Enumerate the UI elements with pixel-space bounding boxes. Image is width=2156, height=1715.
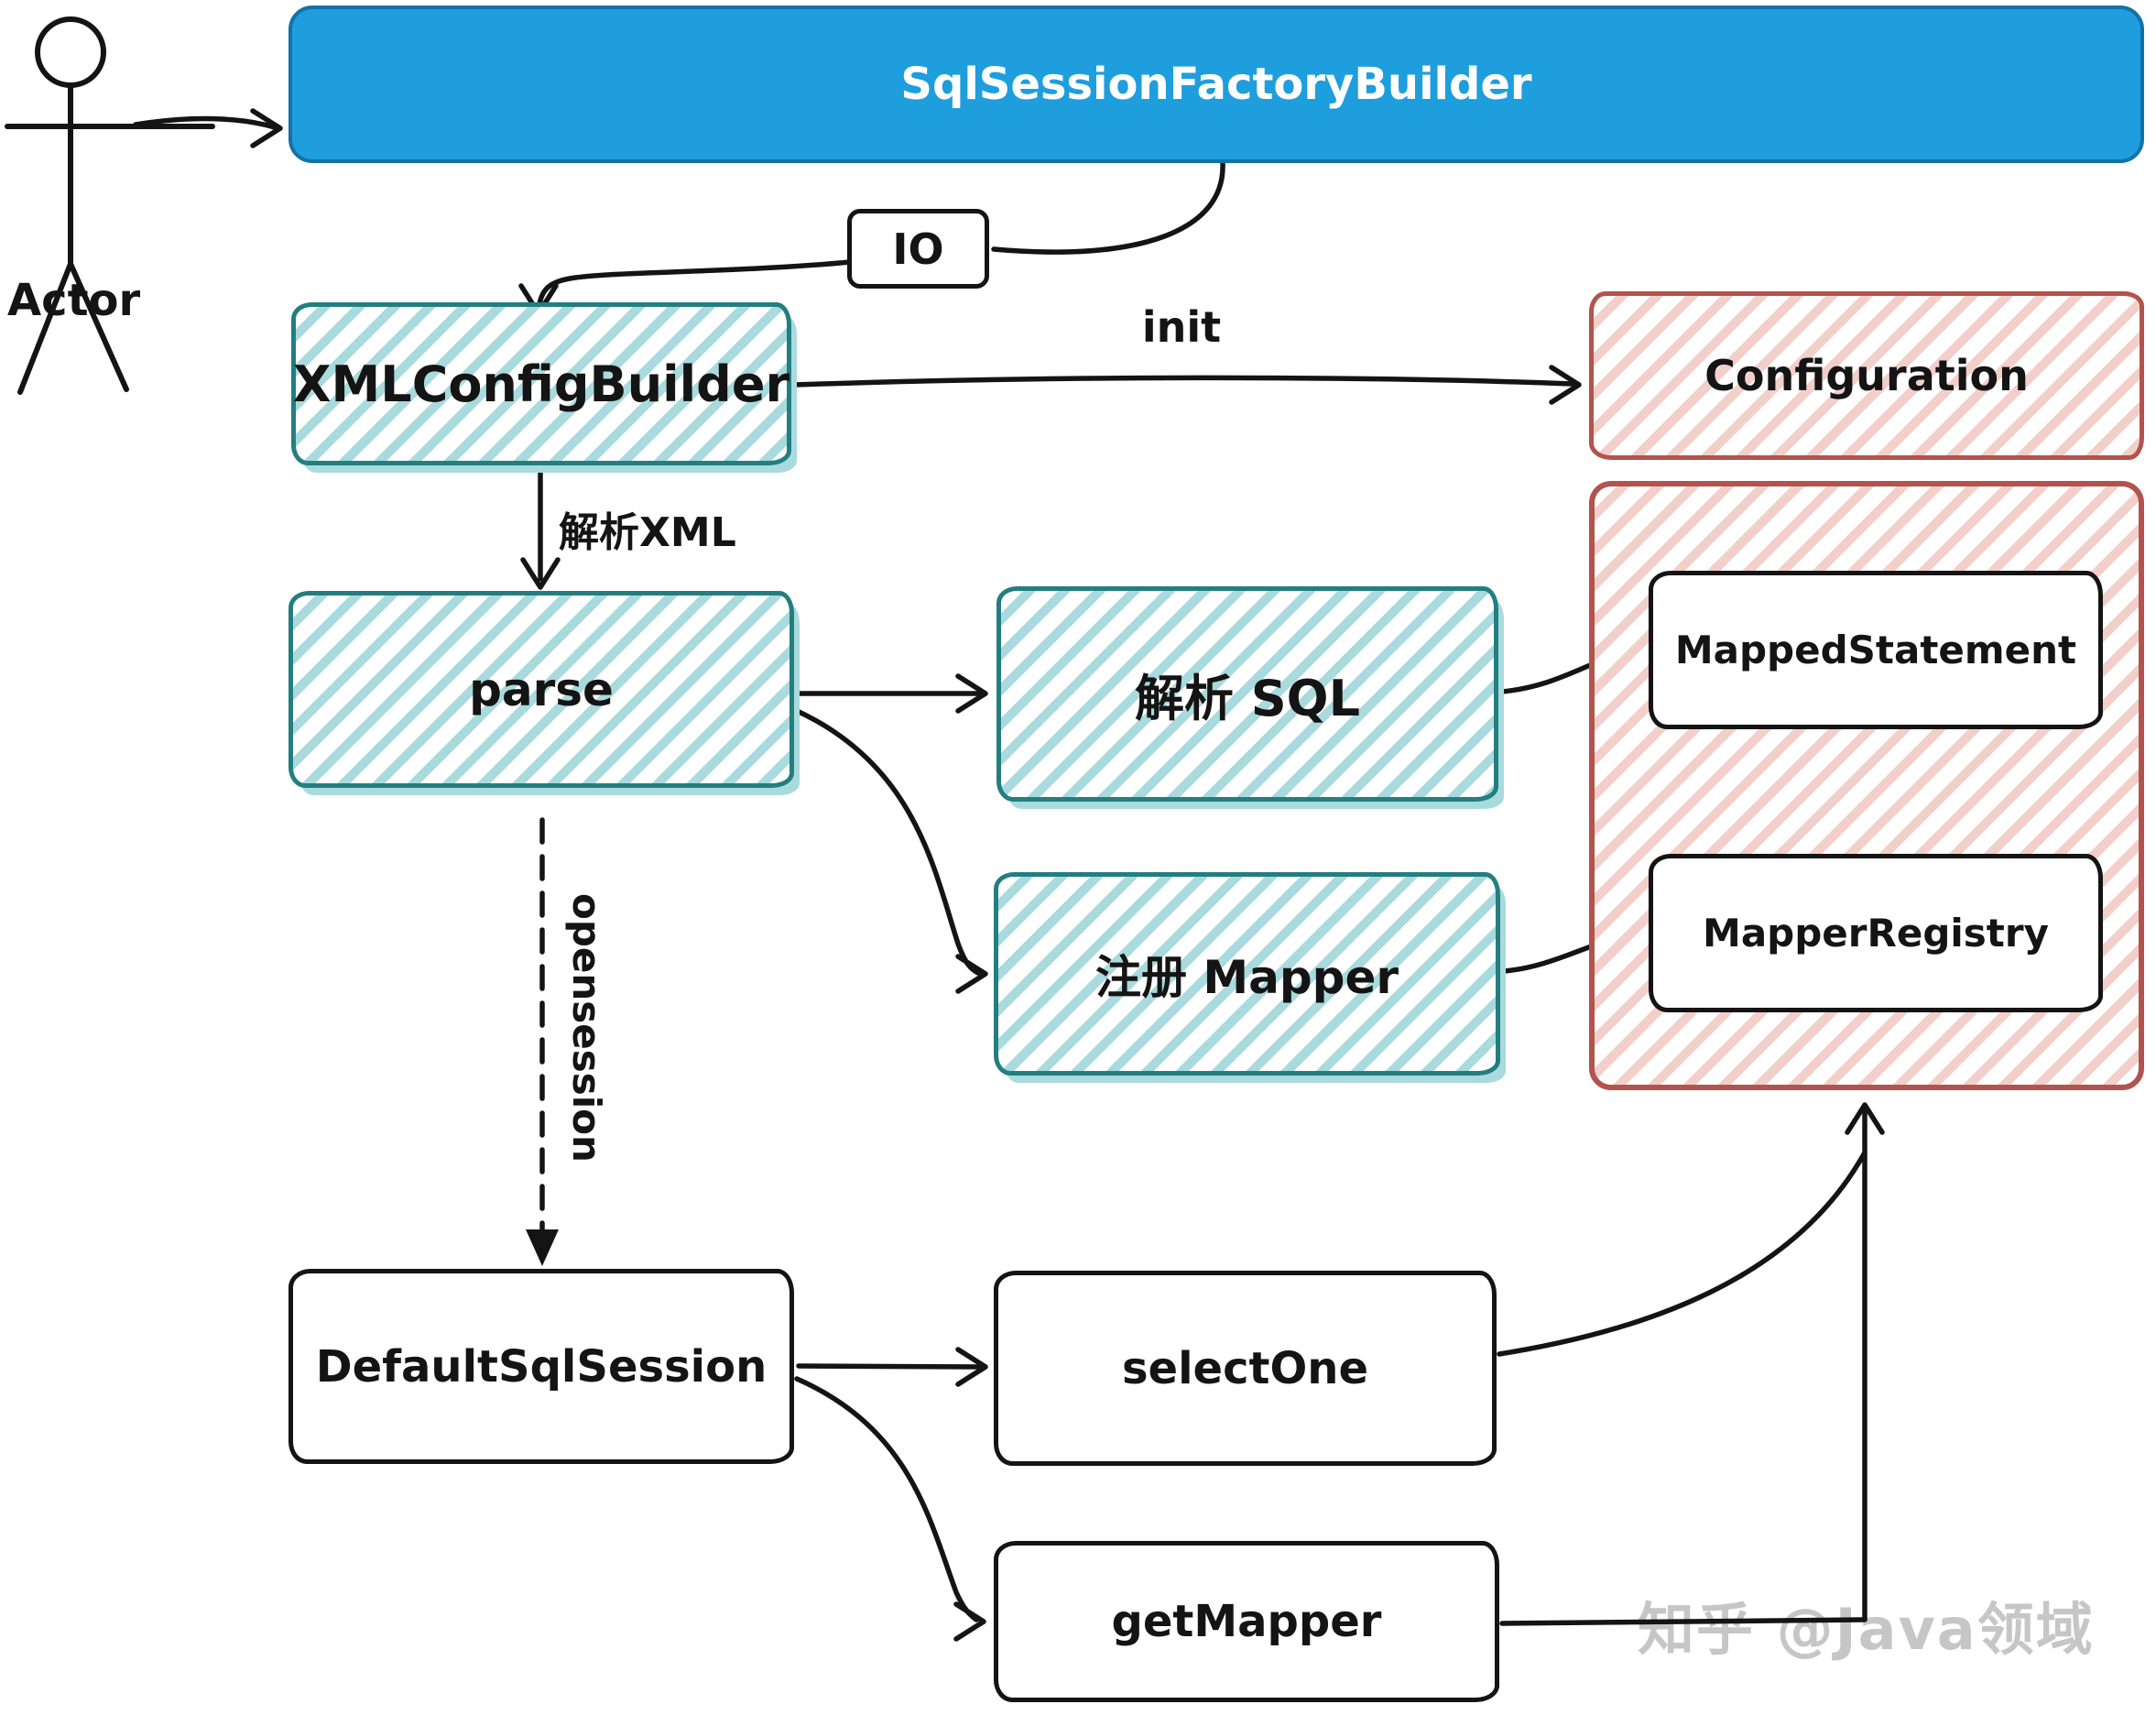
node-xmlconfigbuilder: XMLConfigBuilder [291,302,791,465]
node-selectone: selectOne [994,1271,1497,1466]
node-parse-sql-label: 解析 SQL [1134,670,1360,727]
node-io-label: IO [892,224,944,274]
node-defaultsqlsession: DefaultSqlSession [289,1269,794,1464]
node-mappedstatement-label: MappedStatement [1674,628,2077,672]
edge-selectone-to-configuration [1497,1150,1867,1357]
edge-init [792,365,1582,405]
edge-label-parse-xml: 解析XML [559,509,736,556]
node-register-mapper-label: 注册 Mapper [1094,951,1399,1004]
node-getmapper: getMapper [994,1541,1499,1702]
node-selectone-label: selectOne [1121,1342,1369,1394]
node-io: IO [847,209,989,289]
edge-opensession [526,817,559,1266]
node-mapperregistry-label: MapperRegistry [1703,911,2049,956]
actor-head [35,16,106,88]
actor-leg-left [17,261,73,395]
edge-label-opensession: opensession [564,893,609,1163]
node-configuration: Configuration [1589,291,2144,460]
node-xmlconfigbuilder-label: XMLConfigBuilder [292,355,790,413]
edge-parse-xml [520,466,561,590]
actor-figure [5,16,215,395]
node-configuration-label: Configuration [1704,351,2029,400]
edge-label-init: init [1141,302,1222,352]
node-sqlsessionfactorybuilder-label: SqlSessionFactoryBuilder [900,59,1532,110]
edge-dss-to-selectone [796,1347,988,1387]
arrowhead-right-icon [955,673,988,714]
edge-actor-to-factorybuilder [133,108,283,148]
edge-getmapper-to-configuration [1499,1102,1885,1626]
arrowhead-right-icon [1549,365,1582,405]
node-parse: parse [289,591,794,788]
edge-parse-to-parsesql [796,673,988,714]
arrowhead-right-icon [955,954,988,994]
node-mapperregistry: MapperRegistry [1649,854,2103,1012]
arrowhead-right-icon [953,1601,986,1642]
arrowhead-right-icon [250,108,283,148]
node-mappedstatement: MappedStatement [1649,571,2103,729]
actor-leg-right [68,261,129,392]
node-defaultsqlsession-label: DefaultSqlSession [315,1340,768,1393]
node-parse-label: parse [469,662,614,716]
node-sqlsessionfactorybuilder: SqlSessionFactoryBuilder [289,5,2144,163]
node-register-mapper: 注册 Mapper [994,872,1500,1076]
arrowhead-down-icon [520,557,561,590]
node-getmapper-label: getMapper [1111,1596,1382,1647]
actor-label: Actor [7,275,141,326]
edge-parse-to-registermapper [792,707,988,994]
node-parse-sql: 解析 SQL [996,586,1498,802]
arrowhead-up-icon [1845,1102,1885,1135]
arrowhead-down-filled-icon [526,1229,559,1266]
arrowhead-right-icon [955,1347,988,1387]
edge-dss-to-getmapper [794,1376,986,1642]
